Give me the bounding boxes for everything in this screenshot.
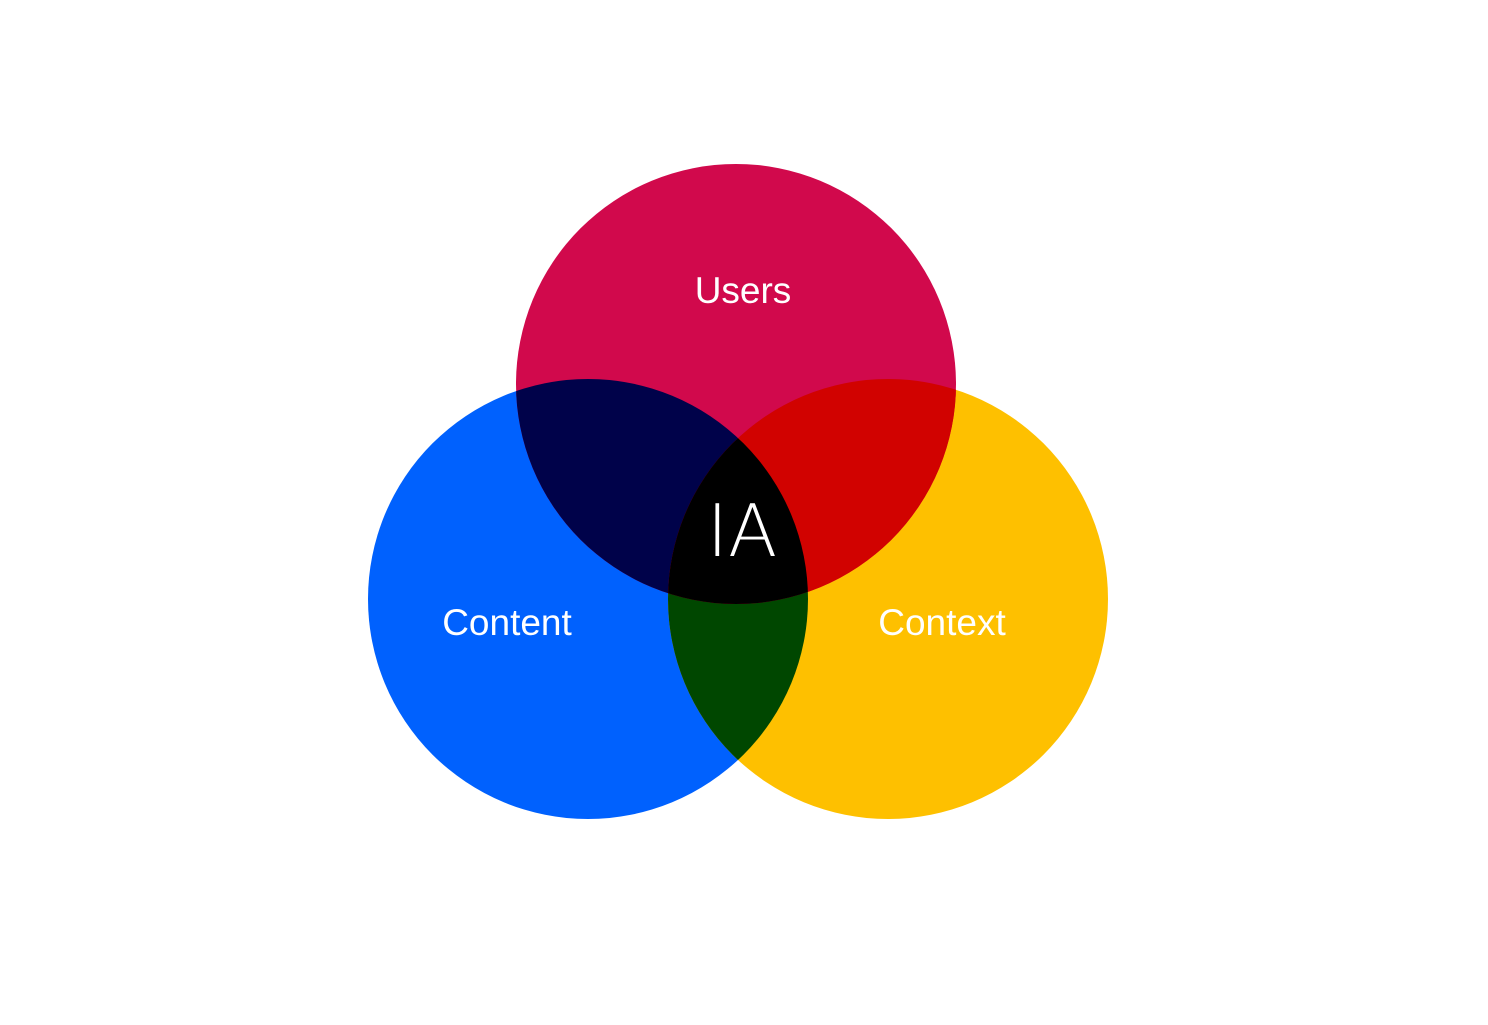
intersection-all [668, 379, 808, 604]
label-users: Users [695, 270, 792, 311]
label-context: Context [878, 602, 1006, 643]
label-content: Content [442, 602, 572, 643]
label-ia: IA [707, 489, 778, 573]
